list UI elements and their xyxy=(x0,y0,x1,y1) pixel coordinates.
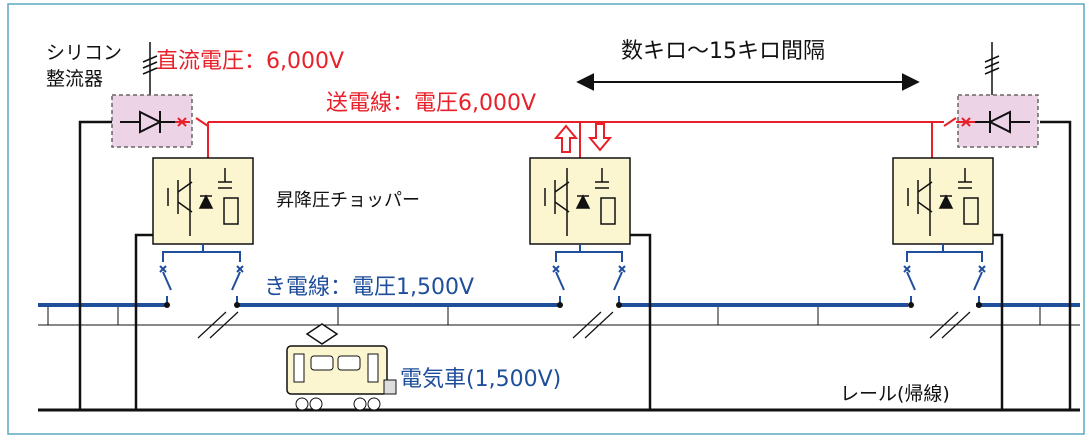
transmission-label: 送電線：電圧6,000V xyxy=(326,91,536,116)
chopper-right xyxy=(892,157,994,245)
spacing-label: 数キロ〜15キロ間隔 xyxy=(621,39,825,64)
section-gaps xyxy=(197,311,971,339)
rectifier-label-line1: シリコン xyxy=(46,42,122,64)
train-label: 電気車(1,500V) xyxy=(400,367,561,392)
overhead-masts xyxy=(142,42,1000,95)
diode-icon xyxy=(120,110,175,134)
chopper-left xyxy=(152,157,254,245)
resistor-icon xyxy=(600,197,616,225)
rectifier-label-line2: 整流器 xyxy=(46,68,103,90)
chopper-label: 昇降圧チョッパー xyxy=(276,190,420,211)
bidirectional-arrow-icon xyxy=(553,123,613,153)
resistor-icon xyxy=(963,197,979,225)
feeder-lines-black xyxy=(78,120,1072,410)
transmission-line xyxy=(175,117,975,158)
trolley-structure xyxy=(38,305,1080,326)
dc-voltage-label: 直流電圧：6,000V xyxy=(156,49,344,74)
junction-dots xyxy=(164,302,982,308)
outer-frame xyxy=(7,3,1085,435)
train-icon xyxy=(286,323,397,411)
trolley-label: き電線：電圧1,500V xyxy=(264,275,474,300)
chopper-middle xyxy=(529,157,631,245)
diode-icon xyxy=(975,110,1030,134)
resistor-icon xyxy=(223,197,239,225)
switch-feeders xyxy=(162,244,983,262)
rail-label: レール(帰線) xyxy=(840,383,950,405)
